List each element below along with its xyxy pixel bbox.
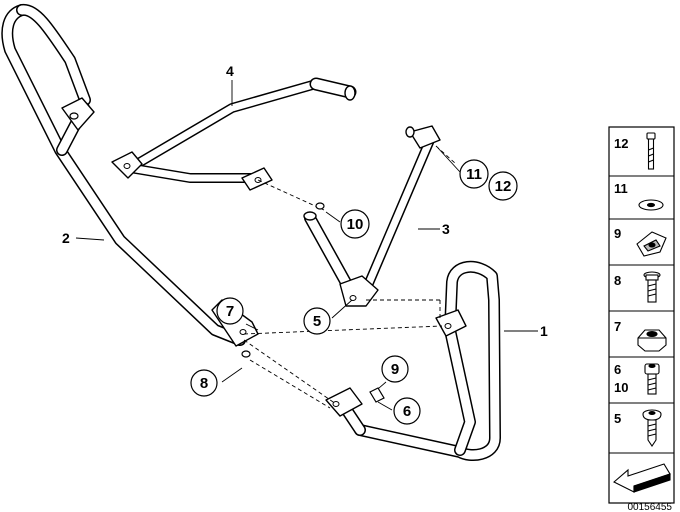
callout-6: 6: [403, 403, 411, 420]
diagram-number: 00156455: [628, 502, 673, 512]
legend-num-7: 7: [614, 319, 621, 334]
leader-lines: [75, 80, 538, 411]
small-fasteners: [241, 202, 385, 403]
callout-12: 12: [495, 178, 512, 195]
callout-11: 11: [466, 166, 482, 183]
callout-circle-11: [459, 159, 489, 189]
upper-bracket: [111, 77, 357, 191]
legend-num-8: 8: [614, 273, 621, 288]
callout-circle-9: [381, 355, 409, 383]
legend-num-5: 5: [614, 411, 621, 426]
callout-7: 7: [226, 303, 234, 320]
callout-1: 1: [540, 323, 548, 339]
callout-circle-8: [190, 369, 218, 397]
callout-8: 8: [200, 375, 208, 392]
callout-3: 3: [442, 221, 450, 237]
screw-icon: [642, 409, 662, 447]
callout-5: 5: [313, 313, 321, 330]
legend-num-11: 11: [614, 181, 628, 196]
callout-circle-7: [216, 297, 244, 325]
callout-4: 4: [226, 63, 234, 79]
callout-9: 9: [391, 361, 399, 378]
callout-2: 2: [62, 230, 70, 246]
legend-num-10: 10: [614, 380, 628, 395]
legend-num-12: 12: [614, 136, 628, 151]
parts-legend: 12 11 9 8 7 6 10 5: [608, 126, 675, 504]
callout-circle-5: [303, 307, 331, 335]
circled-callouts: [190, 159, 518, 425]
support-strut: [303, 125, 441, 307]
arrow-icon: [613, 463, 671, 493]
flange-bolt-icon: [643, 271, 661, 303]
washer-icon: [638, 199, 664, 211]
callout-circle-12: [488, 171, 518, 201]
crash-bar-right: [325, 261, 501, 461]
legend-num-9: 9: [614, 226, 621, 241]
legend-num-6: 6: [614, 362, 621, 377]
callout-10: 10: [347, 216, 364, 233]
socket-bolt-icon: [644, 363, 660, 395]
clip-nut-icon: [636, 231, 667, 257]
hex-nut-icon: [637, 329, 667, 352]
bolt-icon: [646, 132, 656, 170]
callout-circle-10: [340, 209, 370, 239]
callout-circle-6: [393, 397, 421, 425]
crash-bar-left: [1, 4, 259, 347]
